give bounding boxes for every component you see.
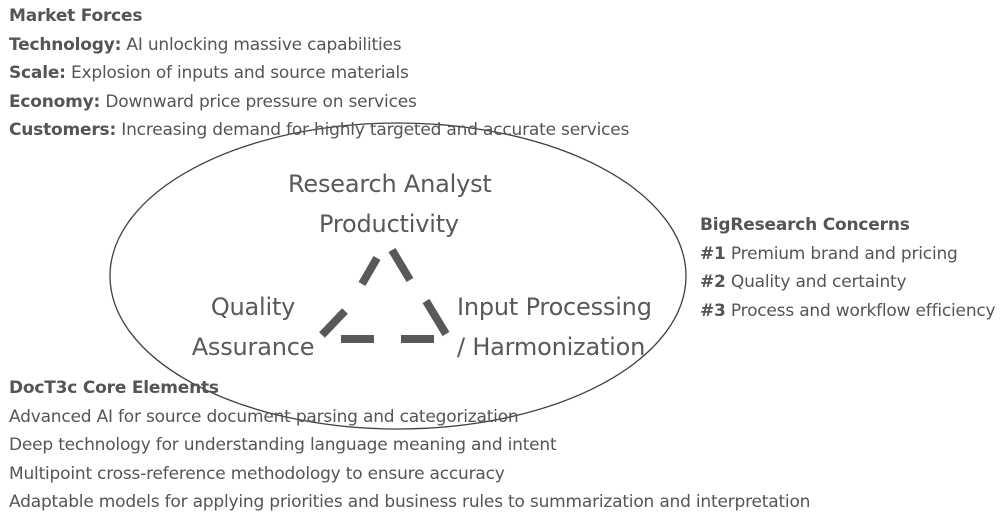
core-element-item: Advanced AI for source document parsing … [9,406,519,427]
core-elements-section: DocT3c Core Elements Advanced AI for sou… [9,374,810,517]
concern-text: Premium brand and pricing [730,243,958,264]
concerns-title: BigResearch Concerns [700,215,910,235]
concern-item: #2 Quality and certainty [700,268,995,297]
market-force-label: Technology: [9,34,122,55]
node-left-line-1: Quality [210,293,296,321]
market-force-item: Customers: Increasing demand for highly … [9,116,629,145]
market-force-label: Customers: [9,120,117,140]
market-force-item: Scale: Explosion of inputs and source ma… [9,59,629,88]
concern-item: #3 Process and workflow efficiency [700,297,996,326]
market-force-text: AI unlocking massive capabilities [126,34,402,55]
triangle-dash-right-lower [422,298,450,337]
node-quality-assurance: Quality Assurance [190,287,316,367]
triangle-dash-right-upper [388,247,414,283]
node-top-line-1: Research Analyst [288,170,492,198]
bigresearch-concerns-section: BigResearch Concerns #1 Premium brand an… [700,211,996,326]
node-input-processing-harmonization: Input Processing / Harmonization [457,287,652,367]
node-top-line-2: Productivity [319,210,459,238]
market-force-item: Technology: AI unlocking massive capabil… [9,31,629,60]
node-left-line-2: Assurance [191,333,315,361]
node-right-line-1: Input Processing [457,293,652,321]
core-element-item: Deep technology for understanding langua… [9,435,557,455]
node-research-analyst-productivity: Research Analyst Productivity [288,164,492,244]
market-forces-title: Market Forces [9,6,143,26]
cycle-triangle [319,247,450,343]
market-force-label: Scale: [9,63,66,83]
concern-text: Quality and certainty [730,272,907,292]
concern-rank: #2 [700,272,726,292]
concern-text: Process and workflow efficiency [730,300,996,321]
concern-item: #1 Premium brand and pricing [700,240,995,269]
market-force-text: Downward price pressure on services [105,91,417,112]
market-force-label: Economy: [9,91,101,112]
concern-rank: #1 [700,243,726,264]
market-force-text: Increasing demand for highly targeted an… [121,120,630,140]
core-element-item: Adaptable models for applying priorities… [9,492,811,512]
concern-rank: #3 [700,300,726,321]
node-right-line-2: / Harmonization [457,333,646,361]
market-force-item: Economy: Downward price pressure on serv… [9,88,629,117]
scope-ellipse [109,122,687,430]
core-element-item: Multipoint cross-reference methodology t… [9,463,505,484]
market-force-text: Explosion of inputs and source materials [70,63,409,83]
market-forces-section: Market Forces Technology: AI unlocking m… [9,2,629,145]
triangle-dash-left-upper [358,256,381,286]
core-elements-title: DocT3c Core Elements [9,378,219,398]
triangle-dash-left-lower [319,308,348,338]
